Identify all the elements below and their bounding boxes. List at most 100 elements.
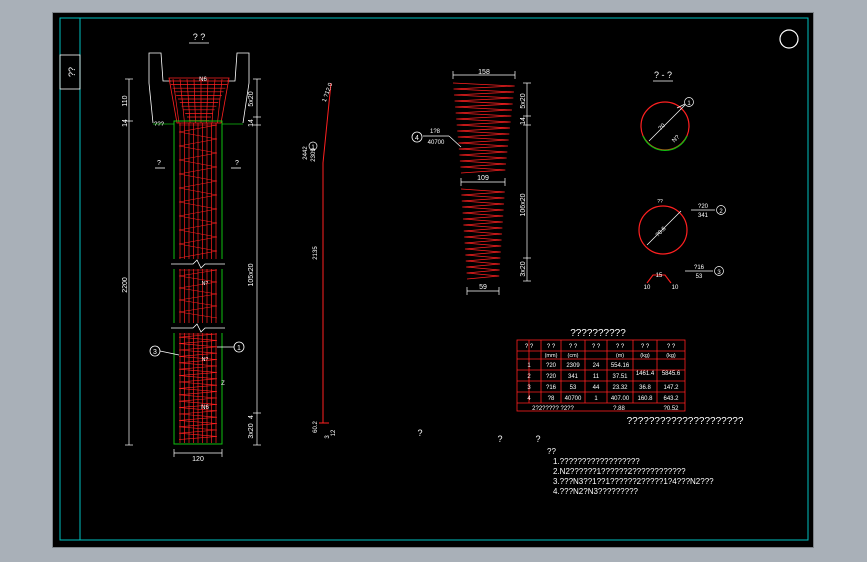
elev-dim-left-2: 2200 bbox=[122, 277, 129, 293]
title-block bbox=[59, 54, 81, 90]
section-bar2-text-1: 341 bbox=[698, 213, 709, 219]
table-cell: 5845.6 bbox=[662, 371, 681, 377]
spiral-coil bbox=[460, 188, 505, 280]
elev-dim-right-3: 4 bbox=[248, 415, 255, 419]
table-cell: ?20 bbox=[546, 374, 557, 380]
bar-label-5: 3 bbox=[325, 435, 331, 439]
bar-label-6: 12 bbox=[331, 429, 337, 436]
table-cell: 160.8 bbox=[637, 396, 653, 402]
table-cell: 407.00 bbox=[611, 396, 630, 402]
head-bar bbox=[217, 78, 223, 124]
table-cell: 40700 bbox=[565, 396, 582, 402]
table-cell: 4 bbox=[527, 396, 531, 402]
table-cell: 1461.4 bbox=[636, 371, 655, 377]
bar-callout: 1 bbox=[311, 145, 315, 151]
table-cell: ?16 bbox=[546, 385, 557, 391]
table-footer-cell: 2?2????? ?2?? bbox=[532, 406, 574, 412]
table-cell: ?8 bbox=[548, 396, 555, 402]
table-cell: 11 bbox=[593, 374, 600, 380]
elev-mid-label-2: N6 bbox=[201, 405, 209, 411]
elev-cut-mark-0: ? bbox=[157, 160, 161, 167]
table-header-cell: ? ? bbox=[667, 344, 676, 350]
spiral-callout-text-1: 40700 bbox=[428, 140, 445, 146]
elev-cut-mark-1: ? bbox=[235, 160, 239, 167]
table-subheader-cell: (cm) bbox=[568, 353, 579, 359]
elevation-spiral bbox=[178, 333, 218, 440]
notes-line-3: 4.???N2?N3????????? bbox=[553, 487, 639, 496]
bar-label-4: 60.2 bbox=[313, 421, 319, 433]
elev-mid-label-0: N? bbox=[202, 281, 209, 287]
section-ring-label-0: ?0 bbox=[658, 122, 667, 131]
elev-callout-1: 1 bbox=[237, 345, 241, 352]
head-bar bbox=[193, 78, 196, 124]
table-cell: 1 bbox=[594, 396, 598, 402]
bar-label-3: 2135 bbox=[313, 246, 319, 260]
elev-dim-bottom: 120 bbox=[192, 456, 204, 463]
spiral-dim-bottom: 59 bbox=[479, 284, 487, 291]
corner-circle bbox=[779, 29, 799, 49]
inner-frame bbox=[59, 17, 809, 541]
stray-mark-2: ? bbox=[535, 434, 540, 444]
section-callout-1: 2 bbox=[719, 209, 723, 215]
elevation-spiral bbox=[178, 269, 218, 319]
head-bar bbox=[179, 78, 185, 124]
table-subheader-cell: (kg) bbox=[666, 353, 676, 359]
table-header-cell: ? ? bbox=[641, 344, 650, 350]
table-footer-cell: ?0.52 bbox=[663, 406, 679, 412]
spiral-detail: 158 109 59 5x20 14 106x20 3x20 4 1?8 407… bbox=[411, 69, 531, 295]
table-cell: 2309 bbox=[566, 363, 580, 369]
spiral-callout-text-0: 1?8 bbox=[430, 129, 441, 135]
main-bar-detail: 1 ?12.0 2442 2309 2135 60.2 3 12 1 bbox=[303, 82, 337, 439]
table-title: ?????????? bbox=[570, 328, 626, 339]
section-bar3-text-0: ?16 bbox=[694, 265, 705, 271]
elevation-top-label: N6 bbox=[199, 77, 207, 83]
section-ring2-label-0: ?? bbox=[657, 199, 663, 205]
spiral-dim-right-1: 14 bbox=[520, 117, 527, 125]
table-cell: 36.8 bbox=[639, 385, 651, 391]
elev-mid-label-3: Z bbox=[221, 381, 225, 387]
rebar-table: ?????????? ? ?? ?(mm)? ?(cm)? ?? ?(m)? ?… bbox=[516, 328, 744, 427]
table-header-cell: ? ? bbox=[547, 344, 556, 350]
stray-mark-1: ? bbox=[497, 434, 502, 444]
table-cell: 554.16 bbox=[611, 363, 630, 369]
table-header-cell: ? ? bbox=[592, 344, 601, 350]
table-cell: 3 bbox=[527, 385, 531, 391]
elev-dim-right-0: 5x20 bbox=[248, 91, 255, 106]
spiral-dim-right-3: 3x20 bbox=[520, 261, 527, 276]
table-cell: 37.51 bbox=[612, 374, 628, 380]
table-subheader-cell: (m) bbox=[616, 353, 624, 359]
table-header-cell: ? ? bbox=[525, 344, 534, 350]
section-bar3-dim-0: 10 bbox=[644, 285, 651, 291]
table-cell: 44 bbox=[593, 385, 600, 391]
section-callout-0: 1 bbox=[687, 101, 691, 107]
elev-dim-left-3: ??? bbox=[154, 122, 165, 128]
bar-label-1: 2442 bbox=[303, 146, 309, 160]
title-block-label: ?? bbox=[67, 67, 77, 77]
table-cell: 53 bbox=[570, 385, 577, 391]
spiral-dim-mid: 109 bbox=[477, 175, 489, 182]
table-header-cell: ? ? bbox=[616, 344, 625, 350]
spiral-coil bbox=[452, 82, 515, 174]
drawing-canvas: ?? ? ? N6 110 14 2200 ??? bbox=[59, 17, 809, 541]
stray-mark-0: ? bbox=[417, 428, 422, 438]
table-cell: 23.32 bbox=[612, 385, 628, 391]
table-subheader-cell: (kg) bbox=[640, 353, 650, 359]
head-bar bbox=[172, 78, 180, 124]
notes-line-1: 2.N2??????1??????2???????????? bbox=[553, 467, 686, 476]
table-header-cell: ? ? bbox=[569, 344, 578, 350]
notes-line-0: 1.?????????????????? bbox=[553, 457, 640, 466]
spiral-dim-right-2: 106x20 bbox=[520, 193, 527, 216]
elev-dim-right-1: 14 bbox=[248, 119, 255, 127]
table-cell: 147.2 bbox=[663, 385, 679, 391]
table-caption: ????????????????????? bbox=[627, 416, 744, 427]
elev-callout-0: 3 bbox=[153, 349, 157, 356]
head-bar bbox=[206, 78, 209, 124]
table-cell: 1 bbox=[527, 363, 531, 369]
elevation-spiral bbox=[178, 124, 218, 259]
spiral-callout: 4 bbox=[415, 135, 419, 142]
elevation-title: ? ? bbox=[193, 32, 206, 42]
elev-dim-right-4: 3x20 bbox=[248, 423, 255, 438]
notes-heading: ?? bbox=[547, 447, 556, 456]
elev-mid-label-1: N? bbox=[202, 357, 209, 363]
table-cell: 341 bbox=[568, 374, 579, 380]
